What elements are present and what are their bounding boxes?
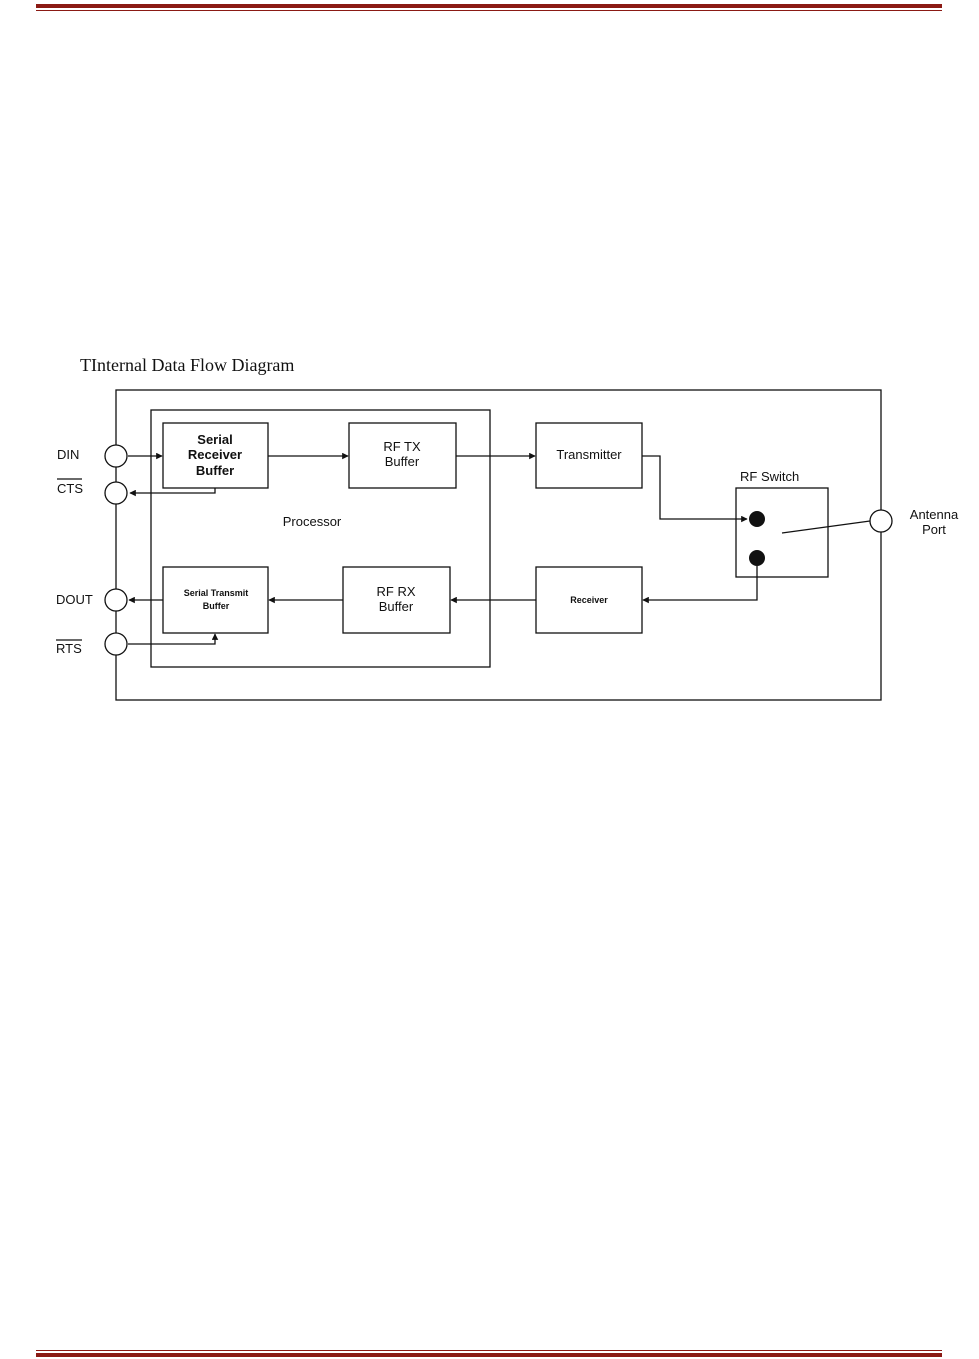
rf-switch-tx-contact <box>749 511 765 527</box>
rts-label: RTS <box>56 641 82 656</box>
rf-tx-label-1: RF TX <box>383 439 421 454</box>
footer-rule-thick <box>36 1353 942 1357</box>
serial-transmit-label-1: Serial Transmit <box>184 588 249 598</box>
rts-to-serial-transmit-arrow <box>128 634 215 644</box>
cts-label: CTS <box>57 481 83 496</box>
transmitter-to-rf-switch-arrow <box>642 456 747 519</box>
serial-receiver-label-2: Receiver <box>188 447 242 462</box>
serial-receiver-to-cts-arrow <box>130 488 215 493</box>
serial-transmit-label-2: Buffer <box>203 601 230 611</box>
serial-transmit-buffer-block <box>163 567 268 633</box>
rf-switch-to-receiver-arrow <box>643 566 757 600</box>
serial-receiver-label-1: Serial <box>197 432 232 447</box>
rf-tx-label-2: Buffer <box>385 454 420 469</box>
diagram-title: TInternal Data Flow Diagram <box>80 355 294 375</box>
processor-label: Processor <box>283 514 342 529</box>
din-label: DIN <box>57 447 79 462</box>
rf-switch-rx-contact <box>749 550 765 566</box>
footer-rule-thin <box>36 1350 942 1351</box>
din-pin <box>105 445 127 467</box>
rts-pin <box>105 633 127 655</box>
serial-receiver-label-3: Buffer <box>196 463 234 478</box>
receiver-label: Receiver <box>570 595 608 605</box>
rf-switch-arm <box>782 521 870 533</box>
antenna-label-2: Port <box>922 522 946 537</box>
cts-pin <box>105 482 127 504</box>
rf-rx-label-1: RF RX <box>377 584 416 599</box>
antenna-label-1: Antenna <box>910 507 959 522</box>
rf-rx-label-2: Buffer <box>379 599 414 614</box>
dout-pin <box>105 589 127 611</box>
rf-switch-label: RF Switch <box>740 469 799 484</box>
transmitter-label: Transmitter <box>556 447 622 462</box>
dout-label: DOUT <box>56 592 93 607</box>
antenna-port-pin <box>870 510 892 532</box>
